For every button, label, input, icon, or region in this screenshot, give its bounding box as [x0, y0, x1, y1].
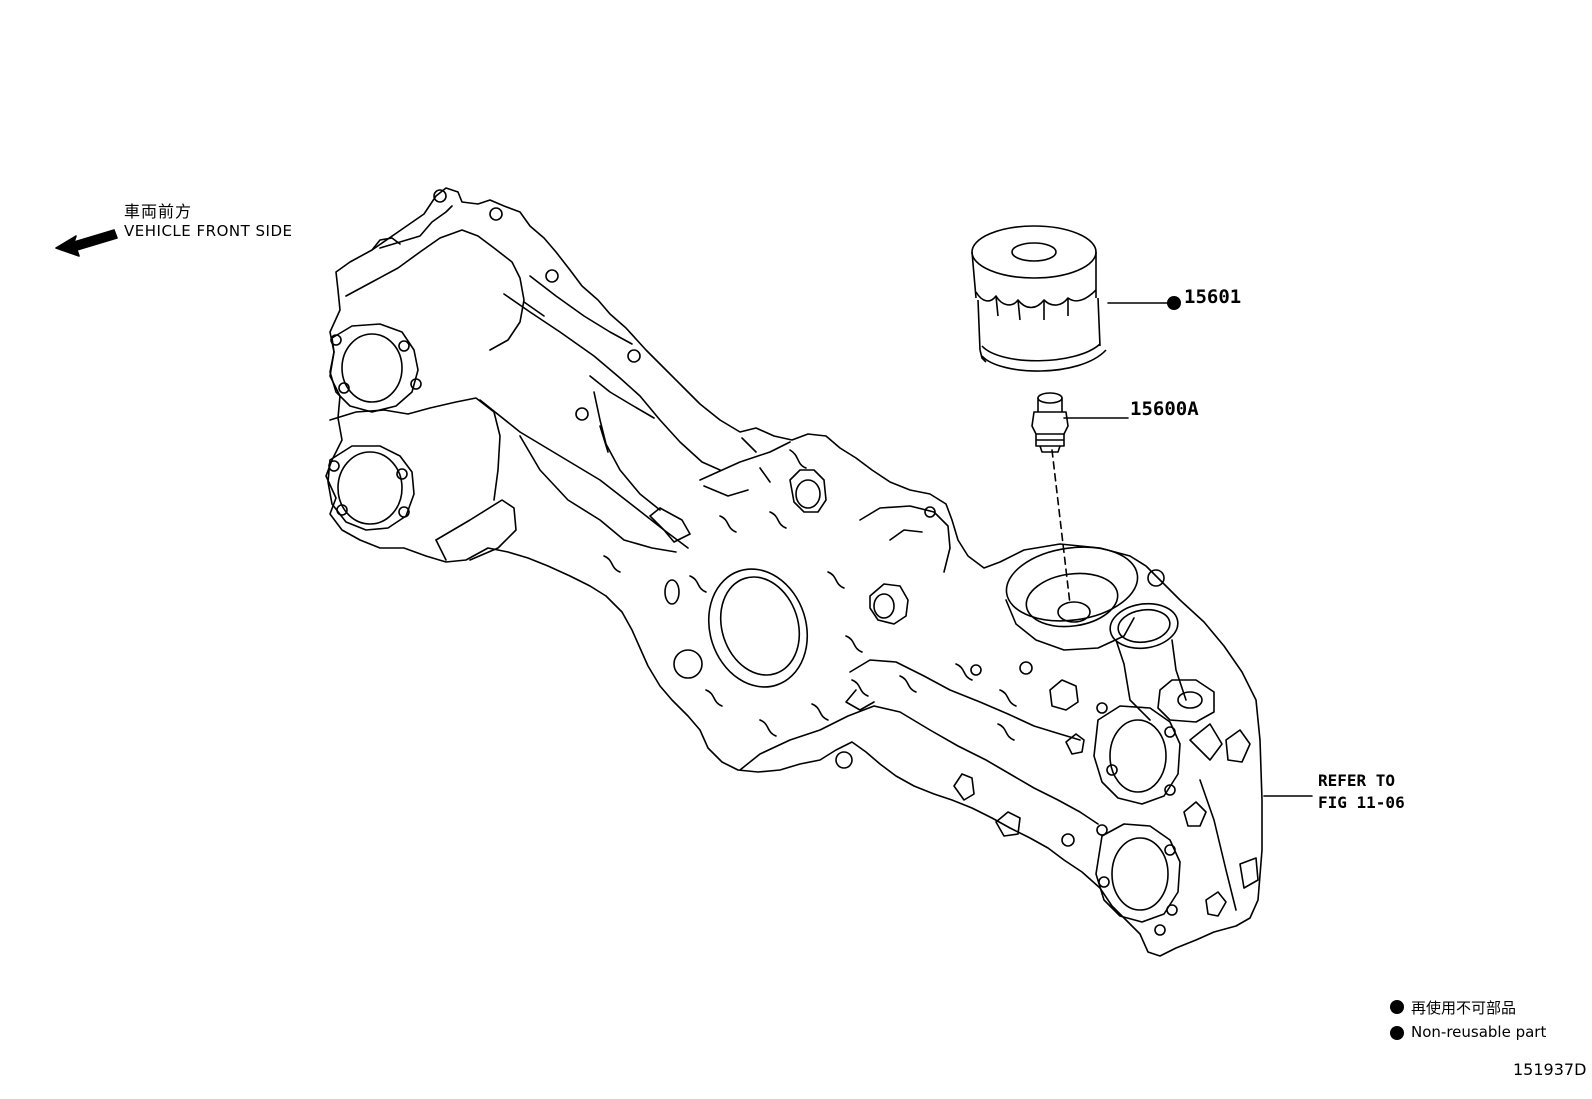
front-direction-arrow-icon — [55, 229, 118, 257]
legend-label-en: Non-reusable part — [1411, 1023, 1547, 1041]
legend-label-ja: 再使用不可部品 — [1411, 999, 1517, 1017]
part-number-15600a[interactable]: 15600A — [1130, 398, 1199, 420]
right-upper-port — [1093, 702, 1181, 805]
timing-cover-outline — [325, 187, 1263, 957]
left-lower-port — [327, 445, 415, 531]
legend-dot-icon — [1390, 1000, 1404, 1014]
non-reusable-marker-icon — [1167, 296, 1181, 310]
illustration-id: 151937D — [1513, 1060, 1587, 1079]
front-direction-label-ja: 車両前方 — [124, 202, 193, 221]
refer-line-1: REFER TO — [1318, 771, 1396, 790]
front-direction-label-en: VEHICLE FRONT SIDE — [124, 222, 293, 240]
left-upper-port — [329, 323, 422, 413]
right-outlet — [1109, 602, 1215, 723]
right-lower-port — [1095, 823, 1181, 936]
oil-filter-bracket — [1005, 546, 1139, 651]
refer-line-2: FIG 11-06 — [1318, 793, 1405, 812]
part-number-15601[interactable]: 15601 — [1184, 286, 1242, 308]
crank-seal-opening — [707, 568, 809, 688]
idler-boss — [789, 469, 827, 513]
install-axis — [1051, 449, 1071, 605]
legend-dot-icon — [1390, 1026, 1404, 1040]
refer-note[interactable]: REFER TO FIG 11-06 — [1318, 770, 1405, 814]
oil-filter-15601 — [971, 225, 1107, 372]
union-bolt-15600a — [1031, 392, 1069, 453]
